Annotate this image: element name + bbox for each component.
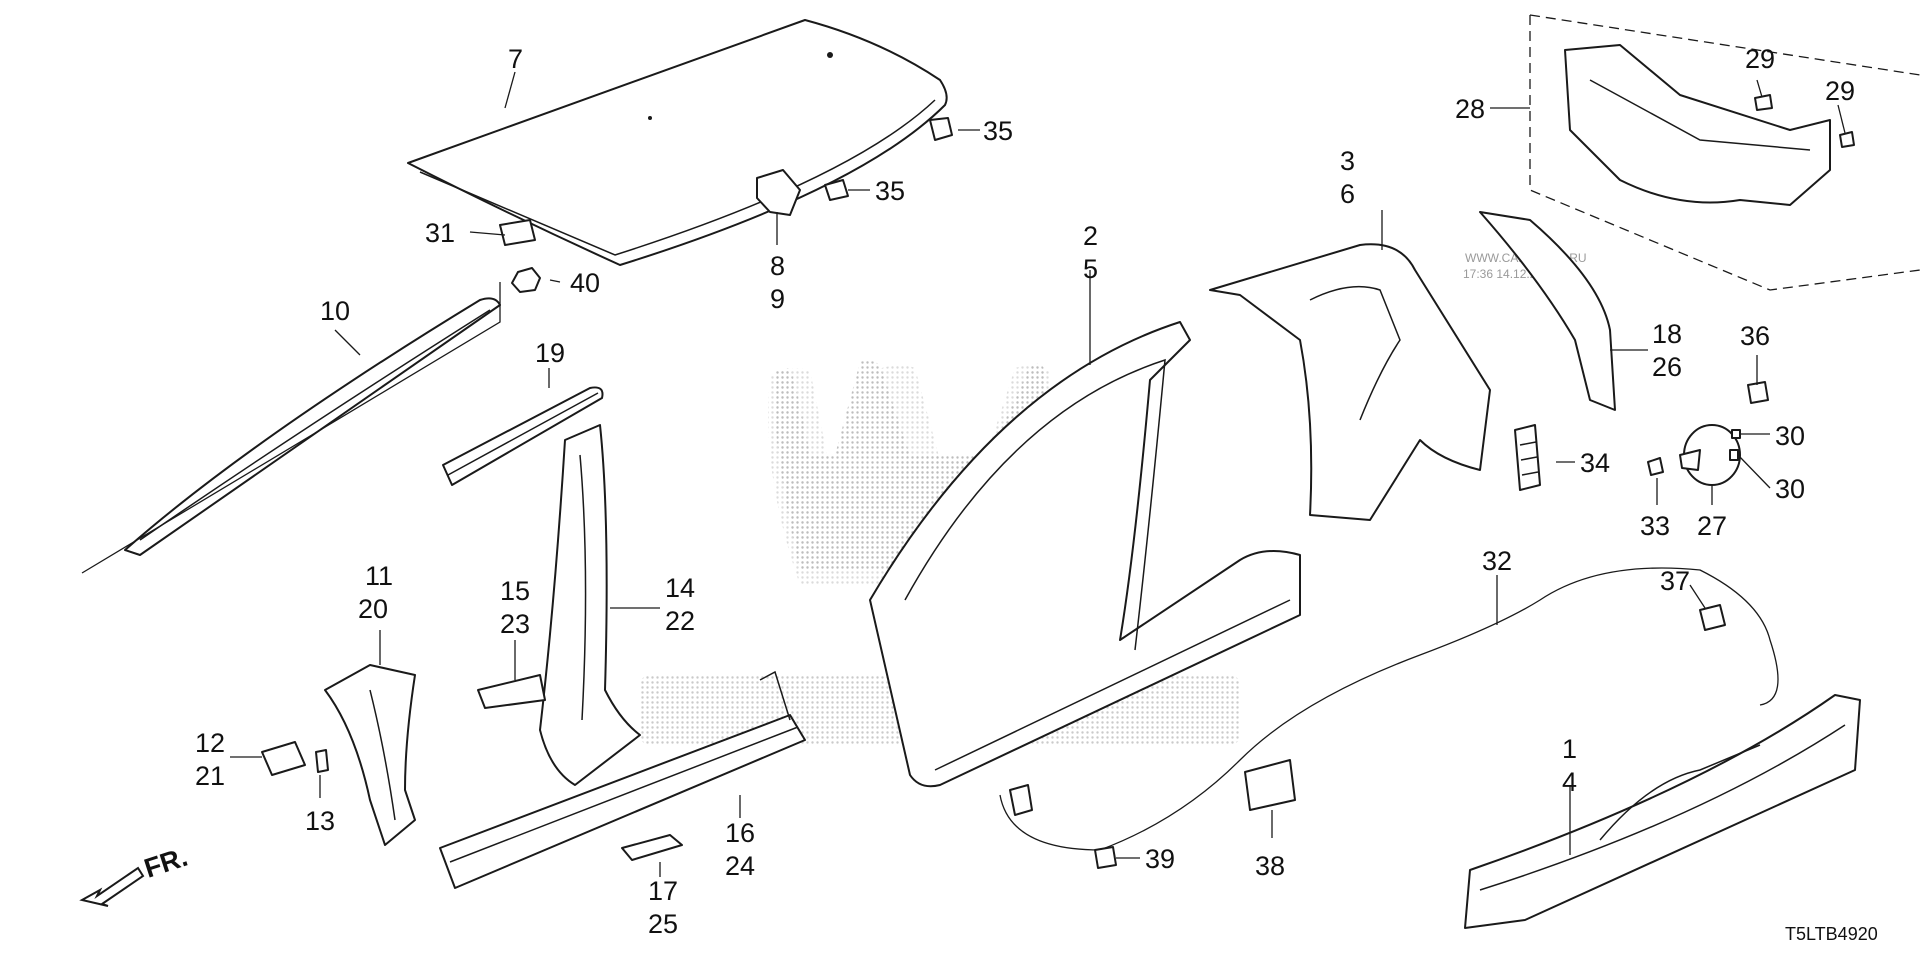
side-sill-outer[interactable] xyxy=(1464,694,1861,929)
outer-side-panel[interactable] xyxy=(869,321,1301,788)
clip-30-lower[interactable] xyxy=(1729,449,1739,461)
callout-2: 2 xyxy=(1083,221,1098,251)
front-pillar-lower[interactable] xyxy=(324,664,416,846)
callout-22: 22 xyxy=(665,606,695,636)
hinge-bracket[interactable] xyxy=(261,741,306,776)
rear-quarter-panel[interactable] xyxy=(1209,243,1491,521)
callout-7: 7 xyxy=(508,44,523,74)
callout-34: 34 xyxy=(1580,448,1610,478)
callout-13: 13 xyxy=(305,806,335,836)
clip-30-upper[interactable] xyxy=(1731,429,1741,439)
front-direction-arrow: FR. xyxy=(79,842,192,907)
callout-30a: 30 xyxy=(1775,421,1805,451)
callout-4: 4 xyxy=(1562,767,1577,797)
cable-clip[interactable] xyxy=(1009,784,1033,816)
callout-11: 11 xyxy=(365,561,393,591)
callout-38: 38 xyxy=(1255,851,1285,881)
callout-40: 40 xyxy=(570,268,600,298)
bolt-36[interactable] xyxy=(1747,381,1769,404)
fuel-lid-spring[interactable] xyxy=(1679,449,1701,471)
rear-panel-bracket[interactable] xyxy=(1479,211,1616,411)
callout-36: 36 xyxy=(1740,321,1770,351)
callout-29b: 29 xyxy=(1825,76,1855,106)
callout-15: 15 xyxy=(500,576,530,606)
callout-39: 39 xyxy=(1145,844,1175,874)
callout-26: 26 xyxy=(1652,352,1682,382)
roof-side-rail[interactable] xyxy=(442,386,604,486)
callout-33: 33 xyxy=(1640,511,1670,541)
callout-17: 17 xyxy=(648,876,678,906)
roof-nut[interactable] xyxy=(511,267,541,293)
callout-29a: 29 xyxy=(1745,44,1775,74)
callout-12: 12 xyxy=(195,728,225,758)
roof-panel[interactable] xyxy=(407,19,948,266)
roof-clip[interactable] xyxy=(499,219,536,246)
callout-27: 27 xyxy=(1697,511,1727,541)
callout-23: 23 xyxy=(500,609,530,639)
callout-35b: 35 xyxy=(875,176,905,206)
callout-32: 32 xyxy=(1482,546,1512,576)
callout-30b: 30 xyxy=(1775,474,1805,504)
callout-37: 37 xyxy=(1660,566,1690,596)
callout-24: 24 xyxy=(725,851,755,881)
callout-14: 14 xyxy=(665,573,695,603)
callout-25: 25 xyxy=(648,909,678,939)
callout-16: 16 xyxy=(725,818,755,848)
rear-panel-box xyxy=(1529,15,1920,291)
cable-bracket-37[interactable] xyxy=(1699,604,1726,631)
small-clip-13[interactable] xyxy=(315,749,329,773)
b-pillar-inner[interactable] xyxy=(539,424,641,786)
callout-19: 19 xyxy=(535,338,565,368)
diagram-code: T5LTB4920 xyxy=(1785,924,1878,944)
callout-labels: 7 35 35 31 40 8 9 10 19 2 5 3 6 28 29 29… xyxy=(195,44,1855,939)
rear-panel-box-top xyxy=(1529,14,1920,76)
callout-8: 8 xyxy=(770,251,785,281)
fuel-lid-hinge[interactable] xyxy=(1647,457,1664,476)
label-pad[interactable] xyxy=(1244,759,1296,811)
leader-lines xyxy=(230,71,1846,877)
b-pillar-bracket[interactable] xyxy=(477,674,546,709)
callout-6: 6 xyxy=(1340,179,1355,209)
roof-rail-bracket-line xyxy=(81,282,501,574)
air-vent[interactable] xyxy=(1514,424,1541,491)
clip-29-right[interactable] xyxy=(1839,131,1855,148)
callout-20: 20 xyxy=(358,594,388,624)
callout-5: 5 xyxy=(1083,254,1098,284)
roof-rail[interactable] xyxy=(124,297,501,556)
callout-1: 1 xyxy=(1562,734,1577,764)
sill-bracket[interactable] xyxy=(621,834,683,861)
callout-28: 28 xyxy=(1455,94,1485,124)
callout-21: 21 xyxy=(195,761,225,791)
callout-31: 31 xyxy=(425,218,455,248)
bolt-35-lower[interactable] xyxy=(824,179,849,201)
fuel-lid-cable[interactable] xyxy=(999,567,1779,851)
side-sill-inner[interactable] xyxy=(439,670,806,889)
clip-29-left[interactable] xyxy=(1754,94,1773,111)
rear-panel[interactable] xyxy=(1564,44,1831,206)
callout-35a: 35 xyxy=(983,116,1013,146)
roof-bracket[interactable] xyxy=(756,169,801,216)
callout-10: 10 xyxy=(320,296,350,326)
grommet-39[interactable] xyxy=(1094,846,1117,869)
callout-3: 3 xyxy=(1340,146,1355,176)
callout-18: 18 xyxy=(1652,319,1682,349)
front-arrow-label: FR. xyxy=(141,842,192,884)
callout-9: 9 xyxy=(770,284,785,314)
bolt-35-upper[interactable] xyxy=(929,117,953,141)
